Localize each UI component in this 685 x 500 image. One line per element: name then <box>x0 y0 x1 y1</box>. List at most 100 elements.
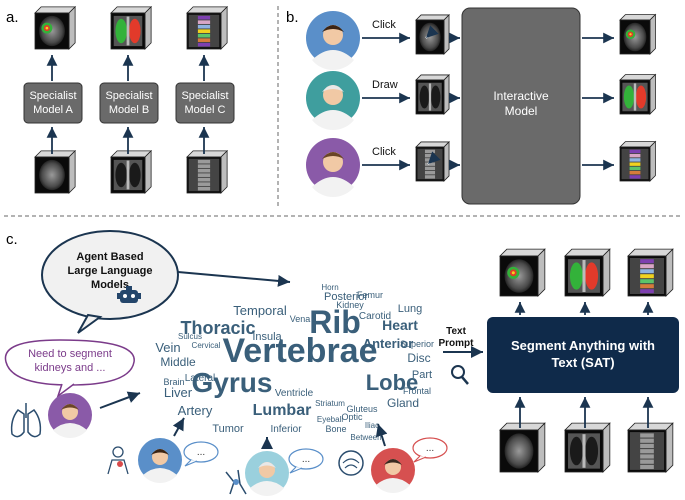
word-cloud-term: Artery <box>178 403 213 418</box>
a-input-scan-0 <box>34 149 77 194</box>
word-cloud-term: Gyrus <box>192 367 273 398</box>
c-output-scan-0 <box>499 248 546 297</box>
b-output-scan-2 <box>619 140 657 182</box>
clinician-avatar-2 <box>306 138 360 198</box>
c-input-scan-1 <box>564 422 611 473</box>
word-cloud-term: Bone <box>325 424 346 434</box>
surgeon-speech-bubble: ... <box>412 437 448 463</box>
word-cloud-term: Vena <box>290 314 311 324</box>
b-output-scan-1 <box>619 73 657 115</box>
word-cloud-term: Sulcus <box>178 332 202 341</box>
b-input-scan-2 <box>415 140 451 182</box>
clinician-avatar-1 <box>306 71 360 131</box>
word-cloud-area <box>150 275 450 435</box>
brain-icon <box>338 450 364 476</box>
word-cloud-term: Insula <box>252 331 282 343</box>
word-cloud-term: Lung <box>398 303 422 315</box>
panel-label-a: a. <box>6 9 19 26</box>
word-cloud-term: Lateral <box>185 373 216 384</box>
word-cloud-term: Brain <box>163 377 184 387</box>
sat-box <box>487 317 679 393</box>
senior-doctor-avatar <box>245 451 289 497</box>
click-pointer-icon <box>427 151 441 165</box>
word-cloud-term: Lumbar <box>253 402 312 419</box>
word-cloud-term: Frontal <box>403 386 431 396</box>
word-cloud-term: Vein <box>155 340 180 355</box>
word-cloud-term: Cervical <box>192 341 221 350</box>
word-cloud-term: Gluteus <box>346 404 378 414</box>
doctor-avatar <box>138 438 182 484</box>
word-cloud-term: Gland <box>387 396 419 410</box>
word-cloud-term: Anterior <box>363 336 414 351</box>
nurse-to-cloud-arrow <box>99 391 141 409</box>
user-bubble-tail <box>56 383 75 399</box>
doctor-to-cloud-arrow <box>172 417 185 437</box>
dialog-ellipsis: ... <box>426 443 434 454</box>
a-output-scan-0 <box>34 5 77 50</box>
dialog-ellipsis: ... <box>197 447 205 458</box>
word-cloud-term: Optic <box>341 412 363 422</box>
panel-label-c: c. <box>6 231 18 248</box>
word-cloud-term: Part <box>412 369 432 381</box>
a-output-scan-2 <box>186 5 229 50</box>
agent-bubble-tail <box>77 313 103 334</box>
surgeon-to-cloud-arrow <box>375 423 388 447</box>
word-cloud-term: Femur <box>357 290 383 300</box>
nurse-avatar <box>48 393 92 439</box>
body-icon <box>107 446 129 475</box>
dialog-ellipsis: ... <box>302 454 310 465</box>
b-input-scan-1 <box>415 73 451 115</box>
interactive-model-box <box>461 7 581 205</box>
word-cloud-term: Thoracic <box>180 318 255 338</box>
agent-bubble <box>41 230 179 320</box>
word-cloud-term: Tumor <box>212 423 244 435</box>
word-cloud-term: Kidney <box>336 300 364 310</box>
panel-label-b: b. <box>286 9 299 26</box>
word-cloud-term: Iliac <box>365 421 379 430</box>
word-cloud-term: Horn <box>321 283 338 292</box>
clinician-avatar-0 <box>306 11 360 71</box>
word-cloud-term: Temporal <box>233 303 287 318</box>
word-cloud-term: Carotid <box>359 311 391 322</box>
b-output-scan-0 <box>619 13 657 55</box>
a-output-scan-1 <box>110 5 153 50</box>
c-output-scan-2 <box>627 248 674 297</box>
word-cloud-term: Superior <box>400 339 434 349</box>
action-label-1: Draw <box>372 79 398 91</box>
word-cloud-term: Disc <box>407 351 430 365</box>
a-input-scan-1 <box>110 149 153 194</box>
word-cloud-term: Eyeball <box>317 415 343 424</box>
lungs-icon <box>10 403 42 438</box>
word-cloud-term: Striatum <box>315 399 345 408</box>
word-cloud-term: Lobe <box>366 370 419 395</box>
a-input-scan-2 <box>186 149 229 194</box>
c-input-scan-0 <box>499 422 546 473</box>
doctor-speech-bubble: ... <box>183 441 219 467</box>
word-cloud: VertebraeGyrusRibThoracicLobeLumbarHeart… <box>155 283 434 442</box>
surgeon-avatar <box>371 448 415 494</box>
action-label-2: Click <box>372 146 396 158</box>
word-cloud-term: Heart <box>382 317 418 333</box>
c-input-scan-2 <box>627 422 674 473</box>
robot-icon <box>117 286 141 303</box>
joint-icon <box>225 469 247 495</box>
word-cloud-term: Inferior <box>270 424 302 435</box>
agent-to-cloud-arrow <box>177 271 291 287</box>
word-cloud-term: Liver <box>164 385 193 400</box>
search-icon <box>451 365 469 385</box>
b-input-scan-0 <box>415 13 451 55</box>
action-label-0: Click <box>372 19 396 31</box>
